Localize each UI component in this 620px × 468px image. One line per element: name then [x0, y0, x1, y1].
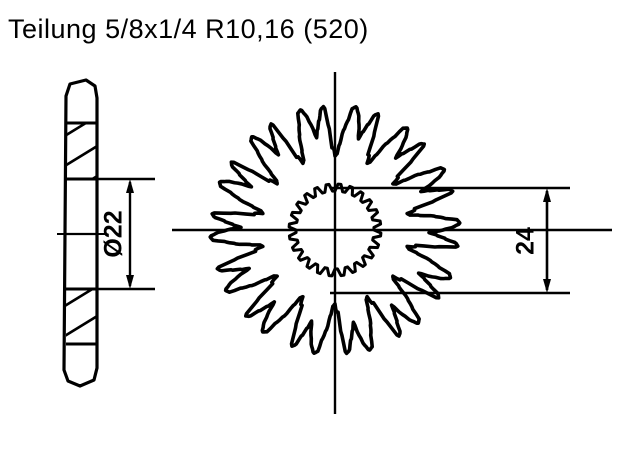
- front-view: [172, 72, 612, 414]
- hub-dim-arrow-bottom: [543, 279, 551, 293]
- dim-arrow-top: [126, 179, 134, 193]
- hub-width-label: 24: [512, 227, 540, 255]
- side-section-outline: [62, 78, 99, 388]
- side-section-view: [57, 78, 106, 388]
- section-hatching-upper: [66, 123, 97, 179]
- hub-dim-arrow-top: [543, 188, 551, 202]
- bore-diameter-dimension: Ø22: [97, 177, 155, 291]
- dim-arrow-bottom: [126, 275, 134, 289]
- bore-diameter-label: Ø22: [100, 210, 128, 257]
- section-hatching-lower: [66, 289, 97, 337]
- page-title: Teilung 5/8x1/4 R10,16 (520): [8, 14, 369, 44]
- hub-width-dimension: 24: [330, 186, 570, 295]
